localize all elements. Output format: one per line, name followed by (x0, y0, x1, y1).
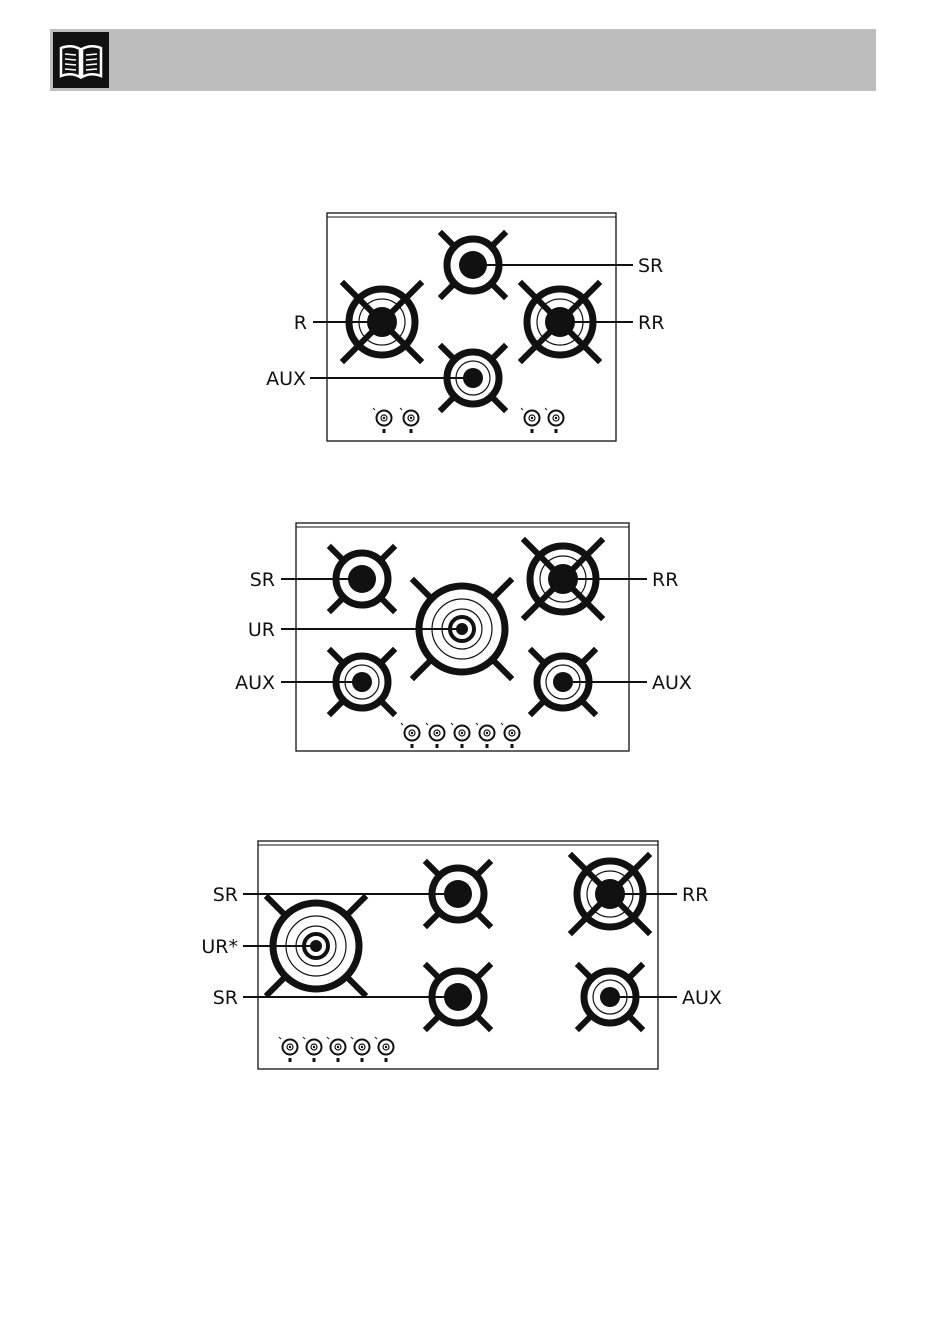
hob-2-label-sr: SR (250, 569, 275, 591)
hob-1-label-rr: RR (638, 312, 664, 334)
hob-3-knob (279, 1037, 298, 1062)
hob-1-knob (373, 408, 392, 433)
hob-3-knob (327, 1037, 346, 1062)
hob-2-knob (501, 723, 520, 748)
hob-3-label-aux: AUX (682, 987, 722, 1009)
hob-2-label-ur: UR (248, 619, 275, 641)
hob-3-frame (258, 841, 658, 1069)
hob-2-knob (476, 723, 495, 748)
hob-2-knob (426, 723, 445, 748)
hob-1-label-r: R (294, 312, 307, 334)
hob-1: SR R RR AUX (266, 213, 664, 441)
hob-3-knob (303, 1037, 322, 1062)
hob-3-knob (375, 1037, 394, 1062)
hob-2-knob (451, 723, 470, 748)
hob-1-knob (521, 408, 540, 433)
hob-3-label-ur: UR* (201, 936, 238, 958)
hob-3-label-sr-top: SR (213, 884, 238, 906)
hob-2-label-aux-left: AUX (235, 672, 275, 694)
hob-2: SR UR AUX RR AUX (235, 523, 692, 751)
hob-1-knob (400, 408, 419, 433)
hob-2-label-aux-right: AUX (652, 672, 692, 694)
hob-1-knob (545, 408, 564, 433)
hob-2-label-rr: RR (652, 569, 678, 591)
hob-3-label-sr-bottom: SR (213, 987, 238, 1009)
hob-3-knob (351, 1037, 370, 1062)
hob-3-label-rr: RR (682, 884, 708, 906)
hob-1-label-sr: SR (638, 255, 663, 277)
hob-3: SR UR* SR RR AUX (201, 841, 722, 1069)
hob-1-label-aux: AUX (266, 368, 306, 390)
hob-2-knob (401, 723, 420, 748)
